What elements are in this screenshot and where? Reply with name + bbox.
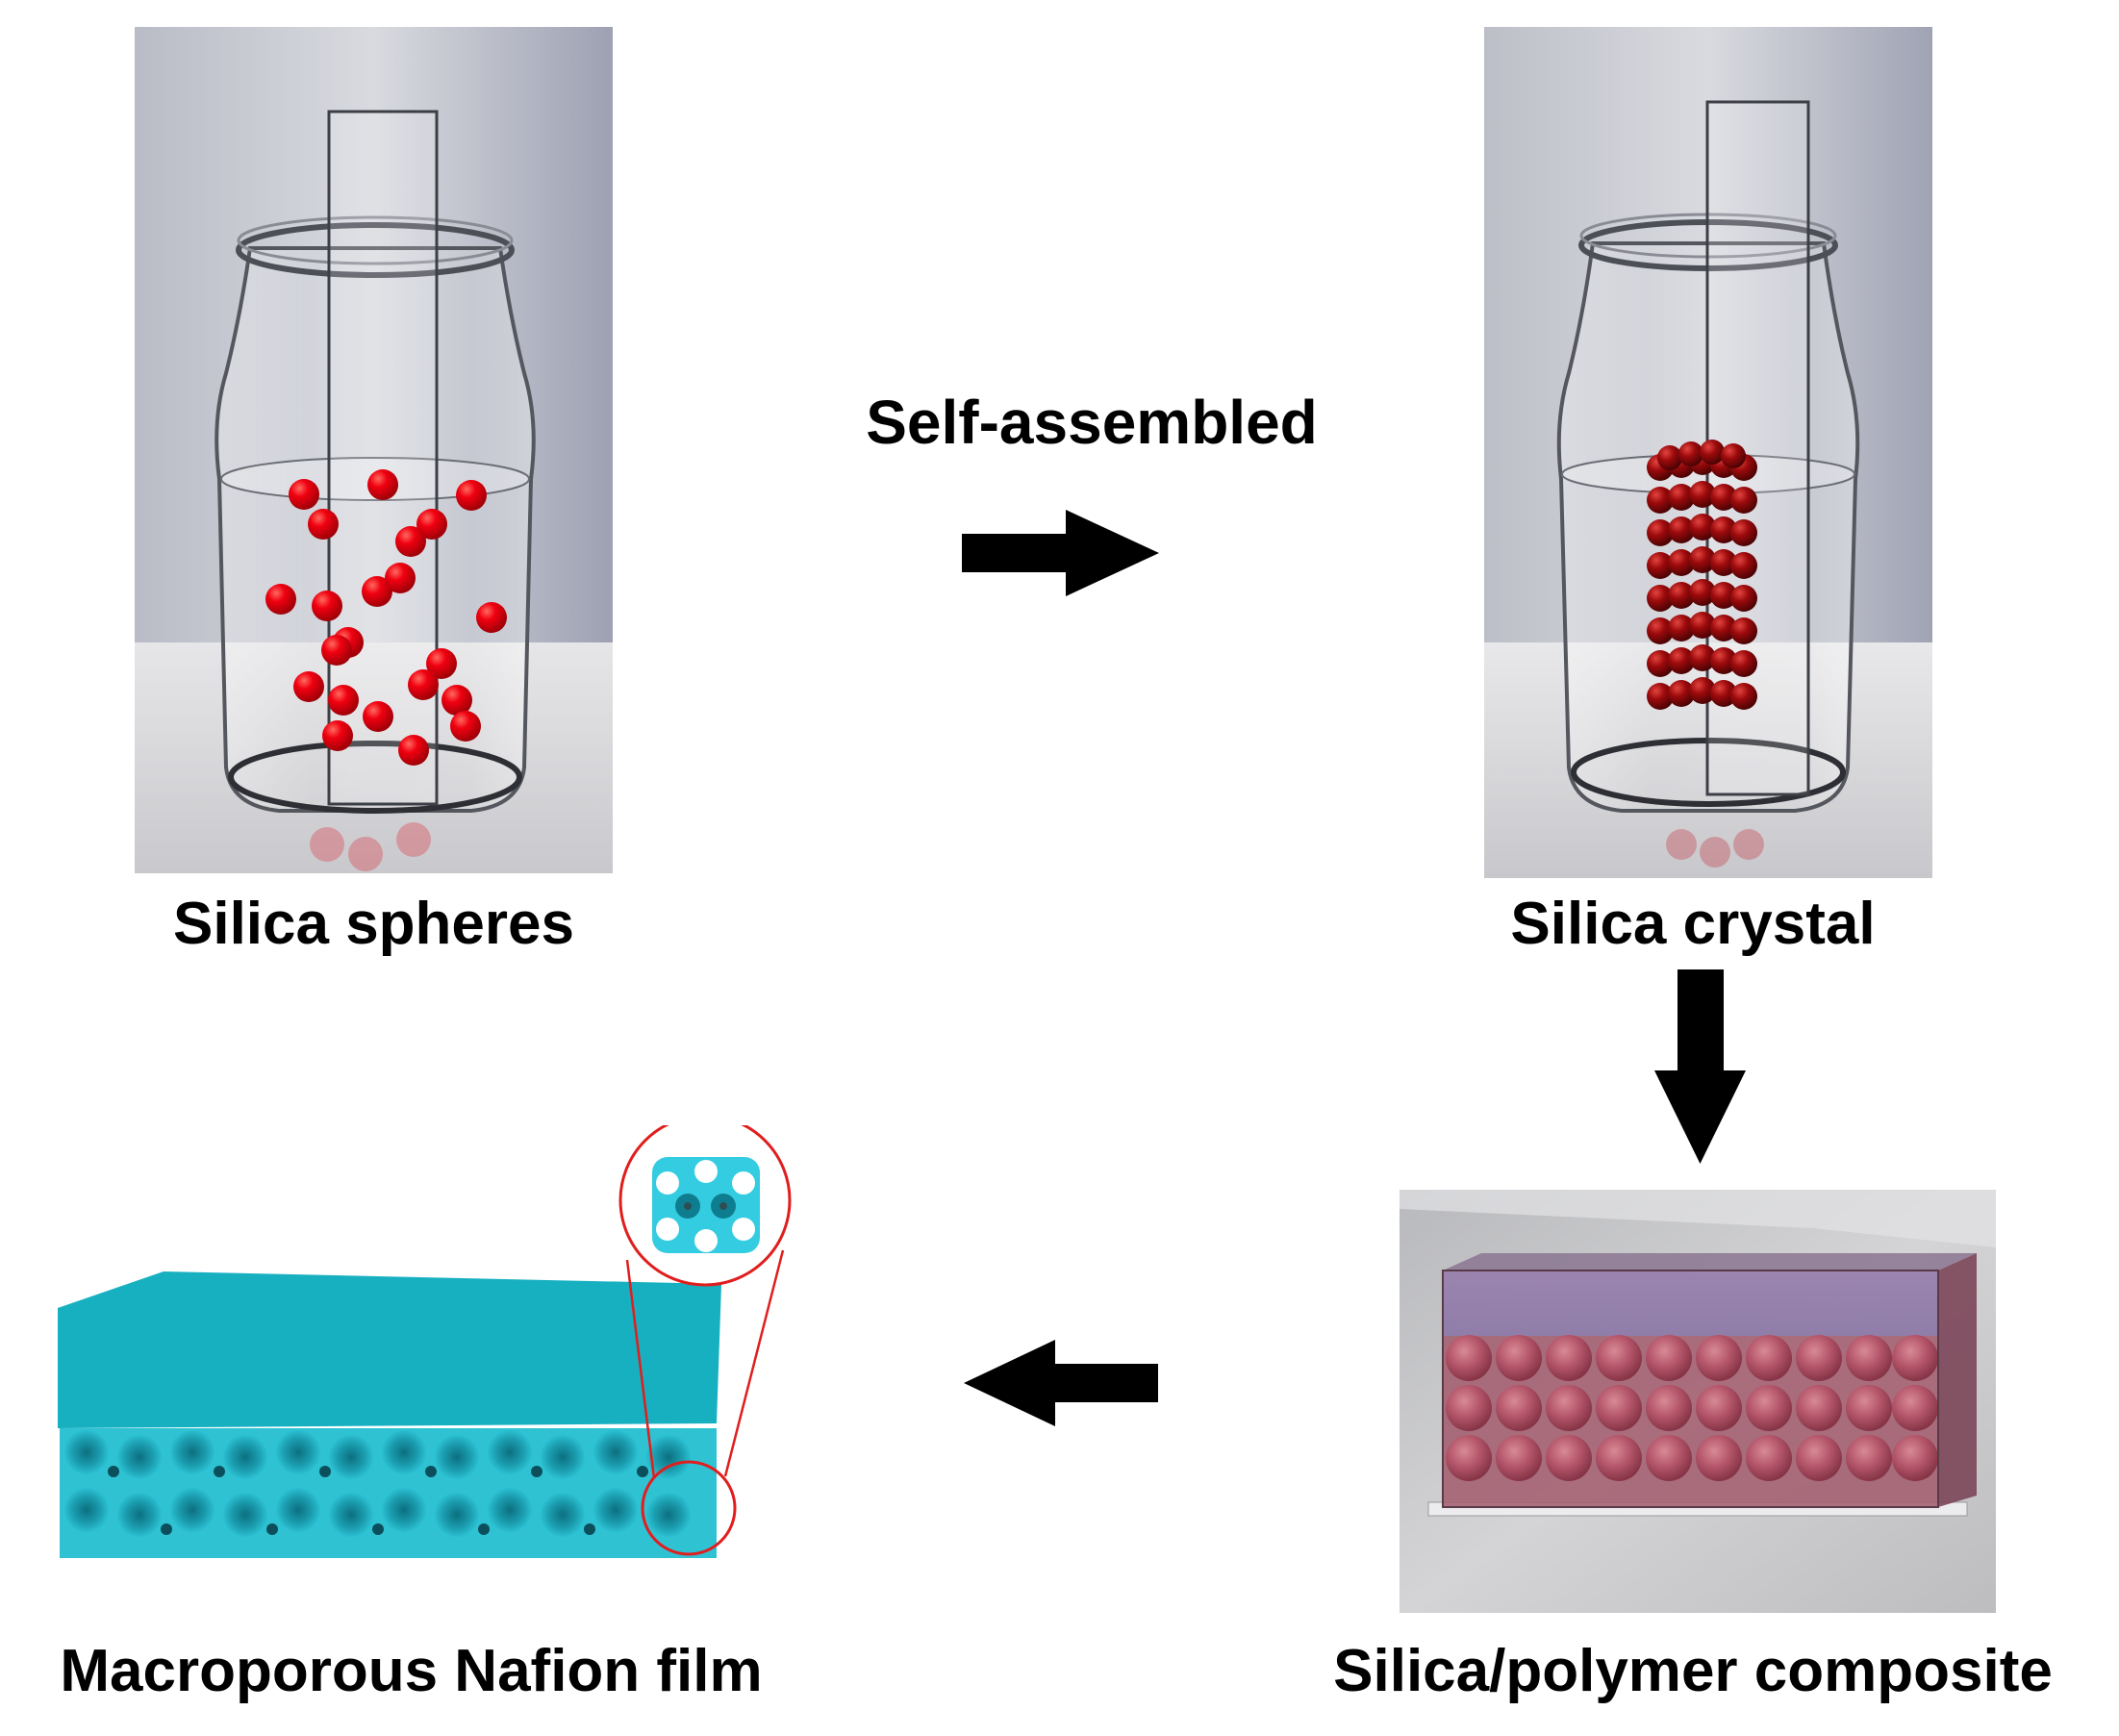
silica-crystal-jar-image: [1484, 27, 1932, 878]
silica-polymer-composite-label: Silica/polymer composite: [1333, 1638, 2053, 1704]
silica-polymer-composite-image: [1400, 1190, 1996, 1613]
macroporous-nafion-film-label: Macroporous Nafion film: [60, 1638, 763, 1704]
arrow-left-icon: [964, 1340, 1158, 1426]
macroporous-nafion-film-image: [38, 1125, 808, 1577]
arrow-down-icon: [1654, 969, 1746, 1164]
arrow-right-icon: [962, 510, 1159, 596]
silica-spheres-jar-image: [135, 27, 613, 873]
self-assembled-label: Self-assembled: [866, 388, 1318, 457]
silica-crystal-label: Silica crystal: [1510, 891, 1876, 957]
silica-spheres-label: Silica spheres: [172, 891, 575, 957]
